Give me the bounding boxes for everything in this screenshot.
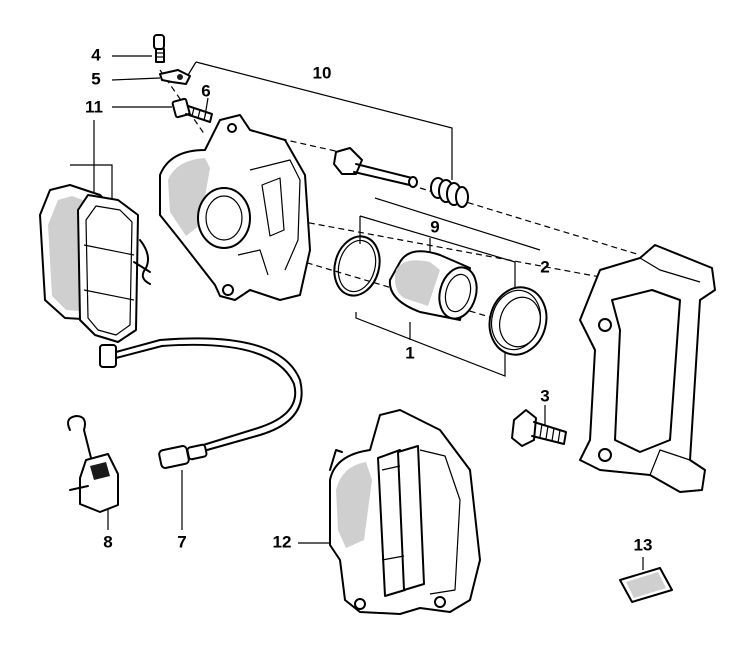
label-2: 2 — [540, 257, 549, 276]
label-5: 5 — [91, 69, 100, 88]
label-9: 9 — [430, 217, 439, 236]
dust-cap — [159, 69, 191, 85]
caliper-housing — [159, 114, 311, 301]
guide-bolt — [171, 97, 213, 123]
piston-seal — [333, 235, 381, 297]
bleeder-screw — [153, 34, 165, 63]
label-1: 1 — [405, 343, 414, 362]
pin-bellows — [430, 177, 469, 208]
label-4: 4 — [91, 45, 101, 64]
sensor-clip — [67, 415, 119, 513]
grease-packet — [619, 567, 673, 603]
brake-pads — [39, 184, 151, 343]
label-10: 10 — [313, 63, 332, 82]
assembled-caliper — [329, 409, 481, 615]
caliper-carrier — [579, 244, 716, 493]
label-3: 3 — [540, 386, 549, 405]
label-12: 12 — [273, 532, 292, 551]
guide-pin — [333, 147, 418, 188]
wear-sensor-cable — [99, 337, 303, 469]
label-7: 7 — [177, 532, 186, 551]
hex-bolt — [511, 409, 567, 447]
label-8: 8 — [103, 532, 112, 551]
label-11: 11 — [85, 97, 103, 116]
piston — [388, 250, 478, 321]
label-6: 6 — [201, 81, 210, 100]
label-13: 13 — [634, 535, 653, 554]
dust-boot — [488, 286, 548, 356]
part-number-labels: 1 2 3 4 5 6 7 8 9 10 11 12 13 — [85, 45, 652, 554]
